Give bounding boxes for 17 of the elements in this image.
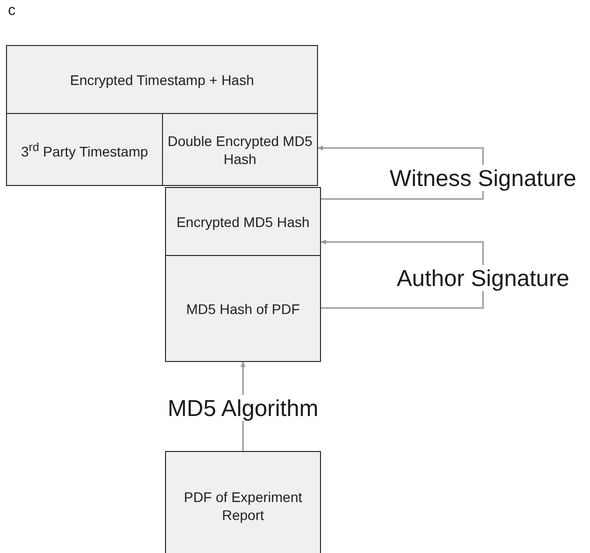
box-text: Encrypted Timestamp + Hash — [68, 70, 256, 88]
box-text: PDF of Experiment Report — [182, 488, 304, 524]
box-text: Double Encrypted MD5 Hash — [166, 132, 314, 168]
arrow — [321, 240, 484, 309]
process-box — [165, 255, 321, 362]
process-box — [165, 451, 321, 553]
box-text: 3$^{rd}$ Party Timestamp — [20, 140, 150, 160]
edge-label: Author Signature — [394, 265, 572, 291]
box-text: Encrypted MD5 Hash — [175, 212, 311, 230]
panel-letter: c — [8, 2, 16, 19]
process-box — [6, 113, 163, 186]
process-box — [165, 187, 321, 256]
edge-label: Witness Signature — [388, 165, 578, 191]
process-box — [6, 45, 318, 114]
process-box — [162, 113, 318, 186]
box-text: MD5 Hash of PDF — [185, 300, 301, 318]
arrow — [318, 146, 484, 200]
